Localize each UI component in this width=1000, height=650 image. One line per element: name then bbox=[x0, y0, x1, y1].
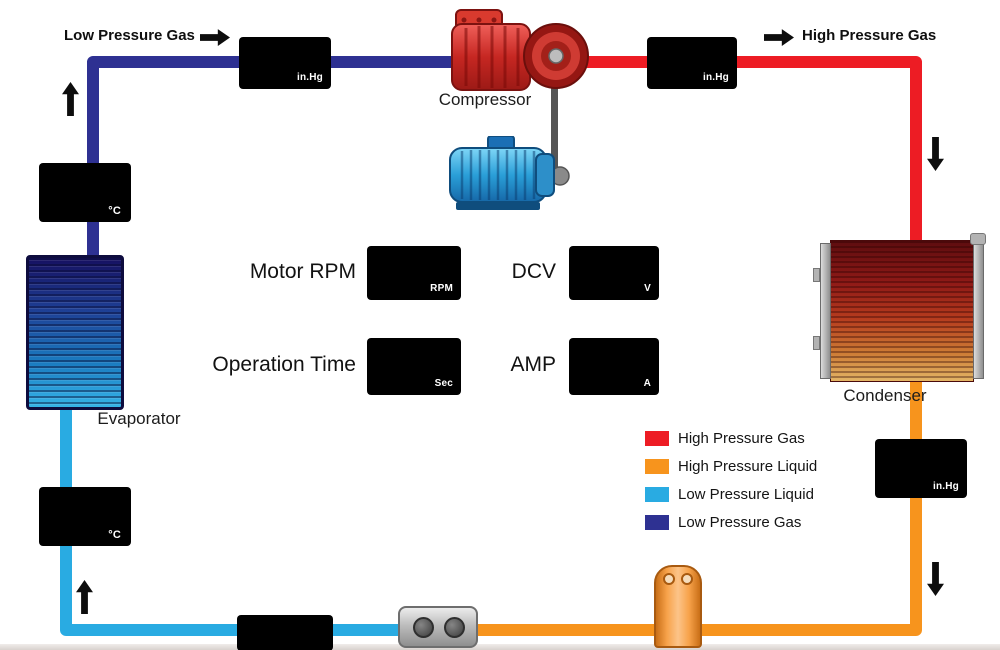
amp-label: AMP bbox=[510, 353, 556, 376]
low-pressure-gas-flow-label: Low Pressure Gas bbox=[64, 27, 195, 44]
motor-graphic bbox=[449, 136, 570, 210]
condenser-core bbox=[830, 240, 974, 382]
flow-arrow-up-icon bbox=[76, 580, 93, 614]
unit-label: in.Hg bbox=[297, 72, 323, 83]
legend-label: High Pressure Liquid bbox=[678, 457, 818, 475]
display-motor-rpm: RPM bbox=[368, 247, 460, 299]
legend-swatch bbox=[645, 430, 669, 446]
unit-label: V bbox=[644, 283, 651, 294]
display-discharge-pressure: in.Hg bbox=[648, 38, 736, 88]
flow-arrow-down-icon bbox=[927, 562, 944, 596]
display-liquid-line-temp bbox=[238, 616, 332, 650]
legend-label: Low Pressure Liquid bbox=[678, 485, 814, 503]
display-liquid-line-pressure: in.Hg bbox=[876, 440, 966, 497]
unit-label: in.Hg bbox=[933, 481, 959, 492]
compressor-label: Compressor bbox=[438, 90, 532, 109]
flow-arrow-up-icon bbox=[62, 82, 79, 116]
motor-rpm-label: Motor RPM bbox=[249, 260, 356, 283]
legend-label: High Pressure Gas bbox=[678, 429, 805, 447]
legend-item-low-pressure-gas: Low Pressure Gas bbox=[645, 513, 817, 531]
legend: High Pressure Gas High Pressure Liquid L… bbox=[645, 430, 817, 542]
compressor-graphic bbox=[451, 9, 589, 91]
condenser-label: Condenser bbox=[843, 386, 927, 405]
legend-swatch bbox=[645, 458, 669, 474]
unit-label: RPM bbox=[430, 283, 453, 294]
receiver-port bbox=[663, 573, 675, 585]
display-evaporator-outlet-temp: °C bbox=[40, 164, 130, 221]
display-evaporator-inlet-temp: °C bbox=[40, 488, 130, 545]
flow-arrow-down-icon bbox=[927, 137, 944, 171]
unit-label: Sec bbox=[434, 378, 453, 389]
bottom-edge-strip bbox=[0, 644, 1000, 650]
condenser-bracket bbox=[813, 268, 820, 282]
dcv-label: DCV bbox=[511, 260, 556, 283]
drive-belt bbox=[551, 70, 558, 180]
motor-feet bbox=[456, 202, 540, 210]
legend-item-high-pressure-gas: High Pressure Gas bbox=[645, 429, 817, 447]
display-dcv: V bbox=[570, 247, 658, 299]
pipe-high-pressure-gas bbox=[560, 56, 922, 252]
condenser-bracket bbox=[813, 336, 820, 350]
condenser-cap bbox=[970, 233, 986, 245]
evaporator-label: Evaporator bbox=[97, 409, 181, 428]
receiver-drier-graphic bbox=[654, 565, 702, 648]
legend-swatch bbox=[645, 514, 669, 530]
condenser-header-left bbox=[820, 243, 831, 379]
operation-time-label: Operation Time bbox=[212, 353, 356, 376]
unit-label: A bbox=[643, 378, 651, 389]
condenser-graphic bbox=[813, 233, 986, 382]
display-suction-pressure: in.Hg bbox=[240, 38, 330, 88]
sight-glass-port bbox=[413, 617, 434, 638]
unit-label: °C bbox=[108, 529, 121, 541]
legend-label: Low Pressure Gas bbox=[678, 513, 802, 531]
evaporator-graphic bbox=[26, 255, 124, 410]
expansion-device-graphic bbox=[398, 606, 478, 648]
high-pressure-gas-flow-label: High Pressure Gas bbox=[802, 27, 937, 44]
unit-label: in.Hg bbox=[703, 72, 729, 83]
legend-swatch bbox=[645, 486, 669, 502]
condenser-header-right bbox=[973, 243, 984, 379]
receiver-port bbox=[681, 573, 693, 585]
display-amp: A bbox=[570, 339, 658, 394]
unit-label: °C bbox=[108, 205, 121, 217]
sight-glass-port bbox=[444, 617, 465, 638]
motor-end-cap bbox=[535, 153, 555, 197]
legend-item-low-pressure-liquid: Low Pressure Liquid bbox=[645, 485, 817, 503]
display-operation-time: Sec bbox=[368, 339, 460, 394]
flow-arrow-right-icon bbox=[764, 29, 794, 46]
pulley-hub bbox=[548, 48, 564, 64]
flow-arrow-right-icon bbox=[200, 29, 230, 46]
legend-item-high-pressure-liquid: High Pressure Liquid bbox=[645, 457, 818, 475]
